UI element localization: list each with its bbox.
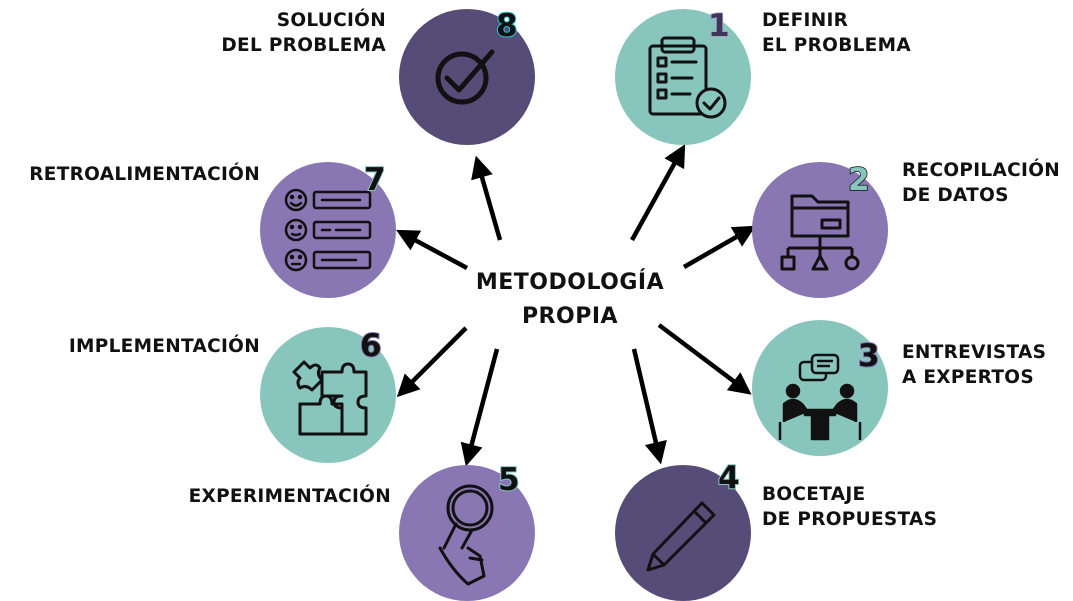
step-4-label-line-1: BOCETAJE (762, 484, 866, 505)
step-6-number: 6 (360, 328, 382, 364)
puzzle-icon (292, 360, 368, 436)
magnifier-icon (438, 484, 494, 586)
step-7-label-line-1: RETROALIMENTACIÓN (29, 164, 260, 185)
step-2-node (752, 162, 888, 298)
step-4-label: BOCETAJE DE PROPUESTAS (762, 482, 937, 532)
arrow-to-step-1 (630, 144, 686, 242)
step-1-label-line-2: EL PROBLEMA (762, 35, 911, 56)
step-1-label: DEFINIR EL PROBLEMA (762, 8, 911, 58)
step-8-node (399, 9, 535, 145)
step-7-label: RETROALIMENTACIÓN (29, 162, 260, 187)
arrows (396, 144, 756, 467)
feedback-faces-icon (284, 188, 372, 272)
step-2-label-line-2: DE DATOS (902, 185, 1009, 206)
step-3-label: ENTREVISTAS A EXPERTOS (902, 340, 1046, 390)
number-badges: 1 2 3 4 5 6 7 8 (359, 7, 881, 499)
step-6-label: IMPLEMENTACIÓN (69, 334, 260, 359)
step-3-label-line-2: A EXPERTOS (902, 367, 1034, 388)
arrow-to-step-2 (682, 225, 756, 269)
step-4-node (615, 465, 751, 601)
step-5-node (399, 465, 535, 601)
step-8-label-line-2: DEL PROBLEMA (221, 35, 386, 56)
center-title-line-1: METODOLOGÍA (475, 270, 665, 295)
step-7-number: 7 (364, 162, 386, 198)
arrow-to-step-7 (396, 229, 469, 270)
interview-icon (778, 353, 862, 441)
step-2-label: RECOPILACIÓN DE DATOS (902, 158, 1060, 208)
step-6-label-line-1: IMPLEMENTACIÓN (68, 336, 260, 357)
step-3-number: 3 (858, 338, 880, 374)
center-title-line-2: PROPIA (521, 304, 619, 329)
step-1-number: 1 (708, 8, 730, 44)
pencil-icon (646, 501, 716, 572)
step-2-number: 2 (848, 162, 870, 198)
step-5-label-line-1: EXPERIMENTACIÓN (188, 486, 391, 507)
step-3-label-line-1: ENTREVISTAS (902, 342, 1047, 363)
step-4-number: 4 (718, 460, 740, 496)
step-5-number: 5 (498, 462, 520, 498)
step-4-label-line-2: DE PROPUESTAS (762, 509, 938, 530)
arrow-to-step-6 (396, 326, 468, 398)
folder-hierarchy-icon (780, 194, 860, 271)
step-5-circle (399, 465, 535, 601)
step-7-node (260, 162, 396, 298)
step-1-label-line-1: DEFINIR (762, 10, 849, 31)
step-2-circle (752, 162, 888, 298)
arrow-to-step-4 (631, 348, 667, 465)
center-title: METODOLOGÍA PROPIA (430, 266, 710, 334)
step-2-label-line-1: RECOPILACIÓN (902, 160, 1061, 181)
clipboard-check-icon (648, 36, 727, 119)
step-8-label: SOLUCIÓN DEL PROBLEMA (221, 8, 386, 58)
step-1-node (615, 9, 751, 145)
arrow-to-step-3 (657, 323, 752, 395)
step-3-circle (752, 320, 888, 456)
step-3-node (752, 320, 888, 456)
checkmark-icon (435, 49, 495, 105)
arrow-to-step-5 (460, 348, 500, 467)
step-6-node (260, 327, 396, 463)
step-8-label-line-1: SOLUCIÓN (276, 10, 386, 31)
step-8-number: 8 (496, 8, 518, 44)
arrow-to-step-8 (471, 155, 503, 241)
step-5-label: EXPERIMENTACIÓN (189, 484, 391, 509)
